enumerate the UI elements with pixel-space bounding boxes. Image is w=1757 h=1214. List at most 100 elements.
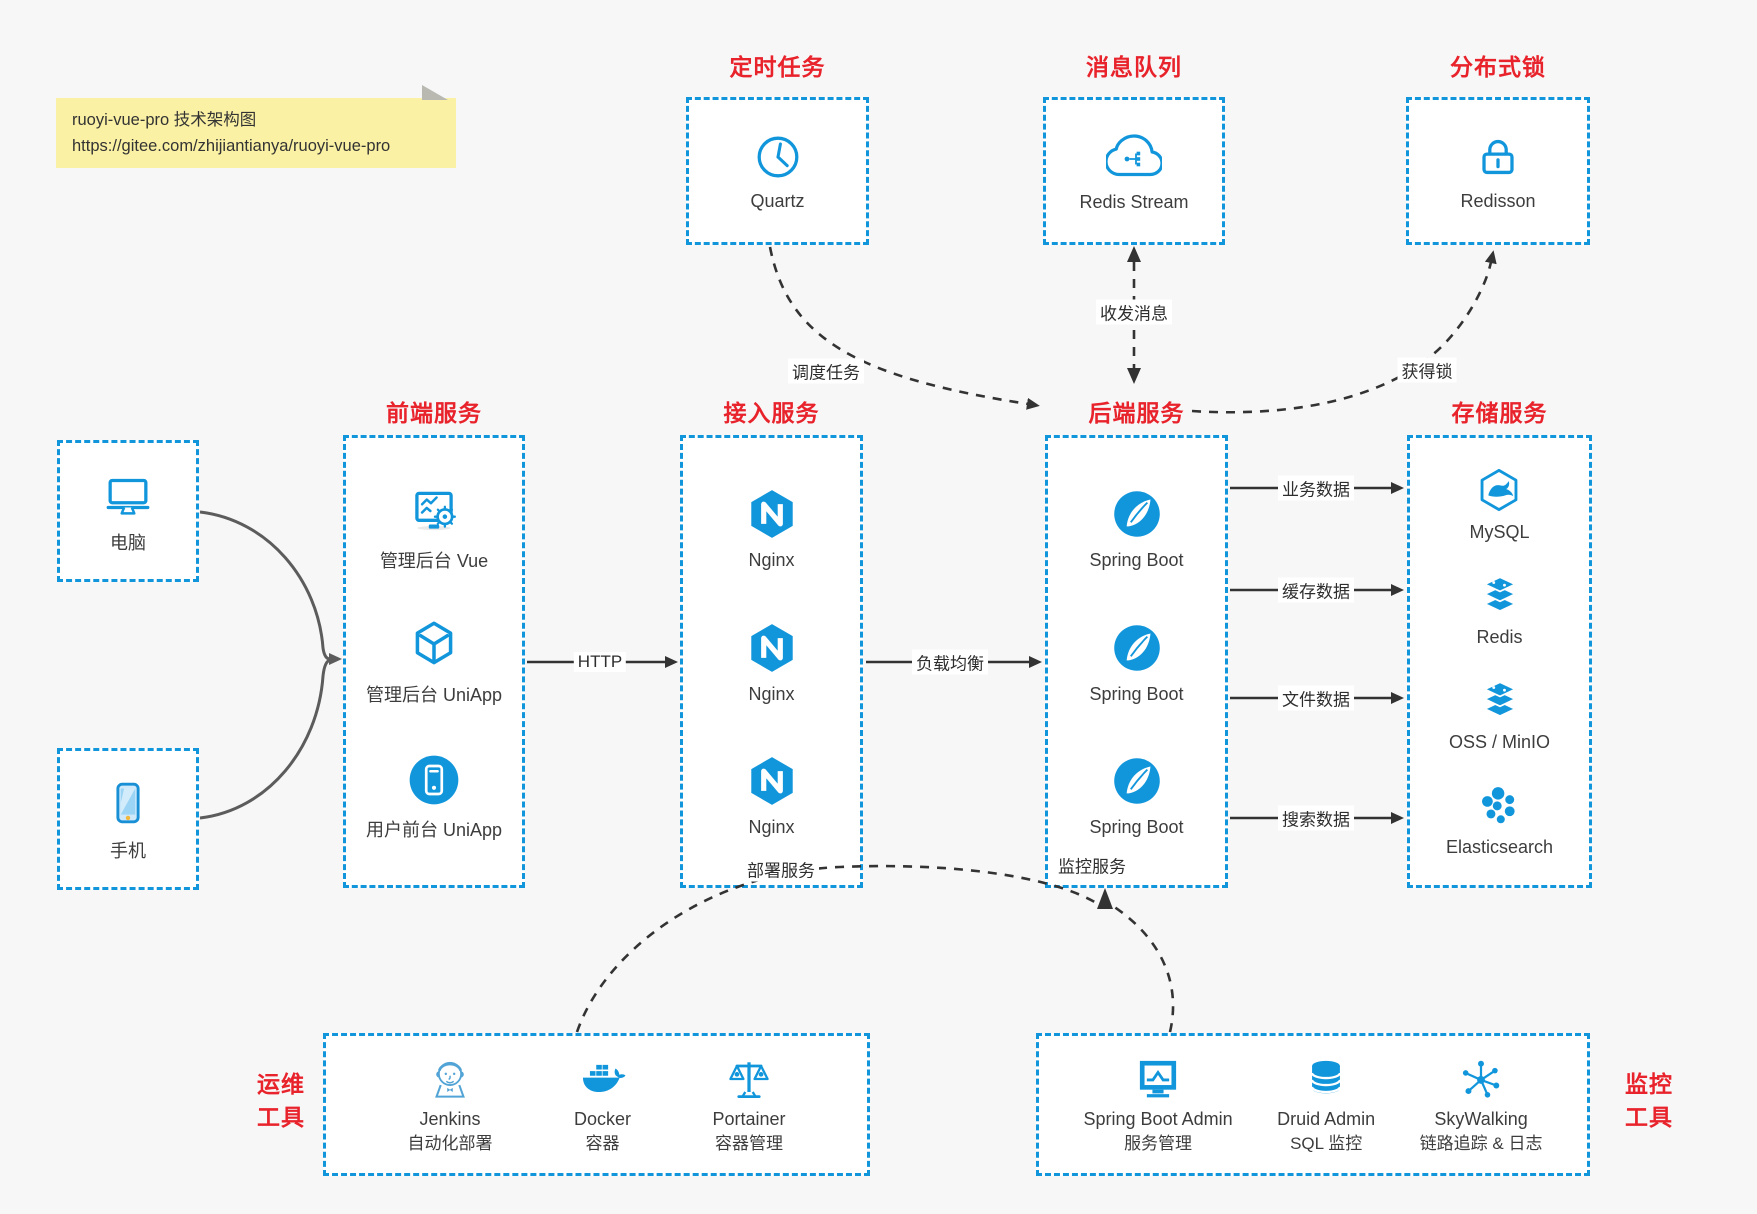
tool-name: Jenkins [419,1108,481,1129]
node-label: Elasticsearch [1445,837,1554,857]
node-pc: 电脑 [101,468,155,555]
messaging-arrowhead-up [1127,246,1141,262]
node-springboot-2: Spring Boot [1089,619,1184,705]
tool-desc: 服务管理 [1124,1134,1193,1154]
edge-label-search-data: 搜索数据 [1278,805,1354,831]
acquire-lock-arrow [1191,250,1497,414]
node-oss-minio: OSS / MinIO [1449,675,1550,753]
node-label: 用户前台 UniApp [365,819,503,840]
deploy-monitor-arrowhead [1097,888,1113,909]
node-quartz: Quartz [750,130,805,212]
node-nginx-3: Nginx [743,752,801,838]
group-title-scheduled-jobs: 定时任务 [729,54,826,80]
tool-spring-boot-admin: Spring Boot Admin 服务管理 [1084,1053,1233,1156]
tool-jenkins: Jenkins 自动化部署 [407,1053,492,1156]
tool-desc: SQL 监控 [1290,1134,1363,1154]
spring-boot-icon [1113,491,1160,538]
tool-name: Spring Boot Admin [1083,1108,1233,1129]
note-title: ruoyi-vue-pro 技术架构图 [72,111,257,129]
node-label: 手机 [110,840,146,861]
node-label: 管理后台 Vue [379,550,489,571]
node-label: Nginx [748,816,795,837]
node-springboot-3: Spring Boot [1089,752,1184,838]
box-client-phone: 手机 [57,748,199,890]
user-app-icon [409,755,459,804]
edge-label-http: HTTP [573,652,627,672]
group-title-distributed-lock: 分布式锁 [1450,54,1546,80]
node-label: Spring Boot [1089,683,1184,704]
node-springboot-1: Spring Boot [1089,485,1184,571]
portainer-icon [729,1062,769,1098]
druid-icon [1311,1060,1342,1094]
nginx-icon [750,756,793,805]
messaging-arrowhead-down [1127,368,1141,384]
edge-label-business-data: 业务数据 [1278,475,1354,501]
box-storage: MySQL Redis OSS / MinIO [1407,435,1592,888]
group-title-monitor-tools: 监控 工具 [1625,1071,1673,1131]
redis-stack-icon [1482,576,1517,613]
group-title-frontend: 前端服务 [386,400,482,426]
node-label: Nginx [748,550,795,571]
node-label: 管理后台 UniApp [365,685,503,705]
node-admin-vue: 管理后台 Vue [380,482,488,573]
node-label: Spring Boot [1089,816,1184,837]
jenkins-icon [435,1061,465,1098]
edge-label-file-data: 文件数据 [1278,685,1354,711]
node-nginx-1: Nginx [743,485,801,571]
node-label: OSS / MinIO [1448,732,1551,752]
spring-boot-admin-icon [1139,1060,1177,1098]
box-scheduled-jobs: Quartz [686,97,869,245]
edge-label-load-balance: 负载均衡 [912,649,988,675]
mobile-icon [116,782,140,823]
node-phone: 手机 [101,776,155,863]
node-redis-stream: Redis Stream [1079,129,1189,213]
elasticsearch-icon [1482,787,1516,824]
tool-desc: 容器管理 [714,1134,783,1154]
nginx-icon [750,623,793,672]
box-gateway: Nginx Nginx Nginx [680,435,863,888]
edge-label-schedule: 调度任务 [788,358,864,384]
node-nginx-2: Nginx [743,619,801,705]
tool-desc: 容器 [585,1134,620,1154]
lock-icon [1482,140,1514,175]
node-redis: Redis [1475,570,1525,648]
node-label: 电脑 [110,532,146,553]
box-monitor-tools: Spring Boot Admin 服务管理 Druid Admin SQL 监… [1036,1033,1590,1176]
node-admin-uniapp: 管理后台 UniApp [366,616,502,707]
node-label: Redisson [1460,191,1536,211]
sticky-note: ruoyi-vue-pro 技术架构图 https://gitee.com/zh… [56,85,456,168]
deploy-arrow [575,864,1102,1033]
box-backend: Spring Boot Spring Boot Spring Boot [1045,435,1228,888]
uniapp-cube-icon [415,621,453,665]
tool-name: Druid Admin [1277,1108,1376,1129]
docker-icon [583,1064,626,1092]
client-to-frontend-arrows [199,510,342,820]
tool-desc: 链路追踪 & 日志 [1419,1134,1543,1154]
box-client-pc: 电脑 [57,440,199,582]
tool-portainer: Portainer 容器管理 [712,1053,786,1156]
node-label: Quartz [750,191,805,211]
node-redisson: Redisson [1460,130,1536,212]
group-title-message-queue: 消息队列 [1086,54,1182,80]
tool-docker: Docker 容器 [574,1053,631,1156]
group-title-backend: 后端服务 [1088,400,1185,426]
box-message-queue: Redis Stream [1043,97,1225,245]
edge-label-deploy: 部署服务 [743,856,819,882]
edge-label-monitor: 监控服务 [1054,852,1130,878]
cloud-stream-icon [1105,134,1162,177]
edge-label-lock: 获得锁 [1397,357,1457,383]
edge-label-cache-data: 缓存数据 [1278,577,1354,603]
group-title-gateway: 接入服务 [723,400,820,426]
tool-name: SkyWalking [1434,1108,1528,1129]
node-label: Nginx [748,683,795,704]
box-distributed-lock: Redisson [1406,97,1590,245]
admin-vue-icon [415,491,456,530]
spring-boot-icon [1113,624,1160,671]
tool-skywalking: SkyWalking 链路追踪 & 日志 [1419,1053,1543,1156]
mysql-icon [1481,468,1518,512]
tool-name: Portainer [712,1108,786,1129]
clock-icon [757,136,798,178]
node-label: Redis Stream [1079,192,1189,212]
node-label: MySQL [1469,522,1530,542]
skywalking-icon [1462,1060,1500,1098]
